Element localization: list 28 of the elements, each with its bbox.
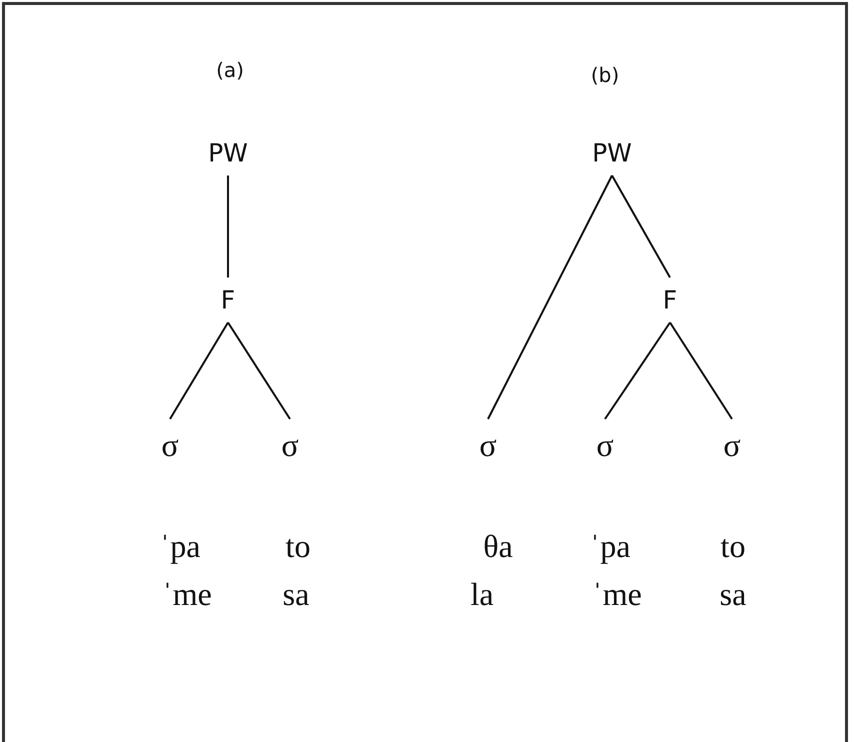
syllable-text: sa <box>282 578 310 610</box>
syllable-text: ˈpa <box>160 530 200 562</box>
tree-branch <box>611 175 671 278</box>
tree-branch <box>227 322 291 420</box>
syllable-symbol: σ <box>723 429 741 461</box>
tree-node-label: PW <box>208 140 248 166</box>
syllable-symbol: σ <box>596 429 614 461</box>
tree-branch <box>169 322 229 420</box>
syllable-text: θa <box>483 530 513 562</box>
panel-label: (b) <box>590 65 620 85</box>
syllable-symbol: σ <box>281 429 299 461</box>
syllable-text: ˈme <box>162 578 212 610</box>
syllable-text: la <box>470 578 494 610</box>
tree-branch <box>604 322 671 420</box>
syllable-text: to <box>286 530 310 562</box>
syllable-text: ˈme <box>592 578 642 610</box>
panel-label: (a) <box>216 60 244 80</box>
tree-node-label: F <box>220 288 236 312</box>
tree-branch <box>669 322 733 420</box>
syllable-symbol: σ <box>479 429 497 461</box>
tree-branch <box>227 176 229 278</box>
syllable-symbol: σ <box>161 429 179 461</box>
syllable-text: to <box>720 530 746 562</box>
syllable-text: sa <box>720 578 746 610</box>
tree-node-label: F <box>662 288 678 312</box>
tree-branch <box>487 175 613 420</box>
syllable-text: ˈpa <box>590 530 630 562</box>
tree-node-label: PW <box>592 140 632 166</box>
